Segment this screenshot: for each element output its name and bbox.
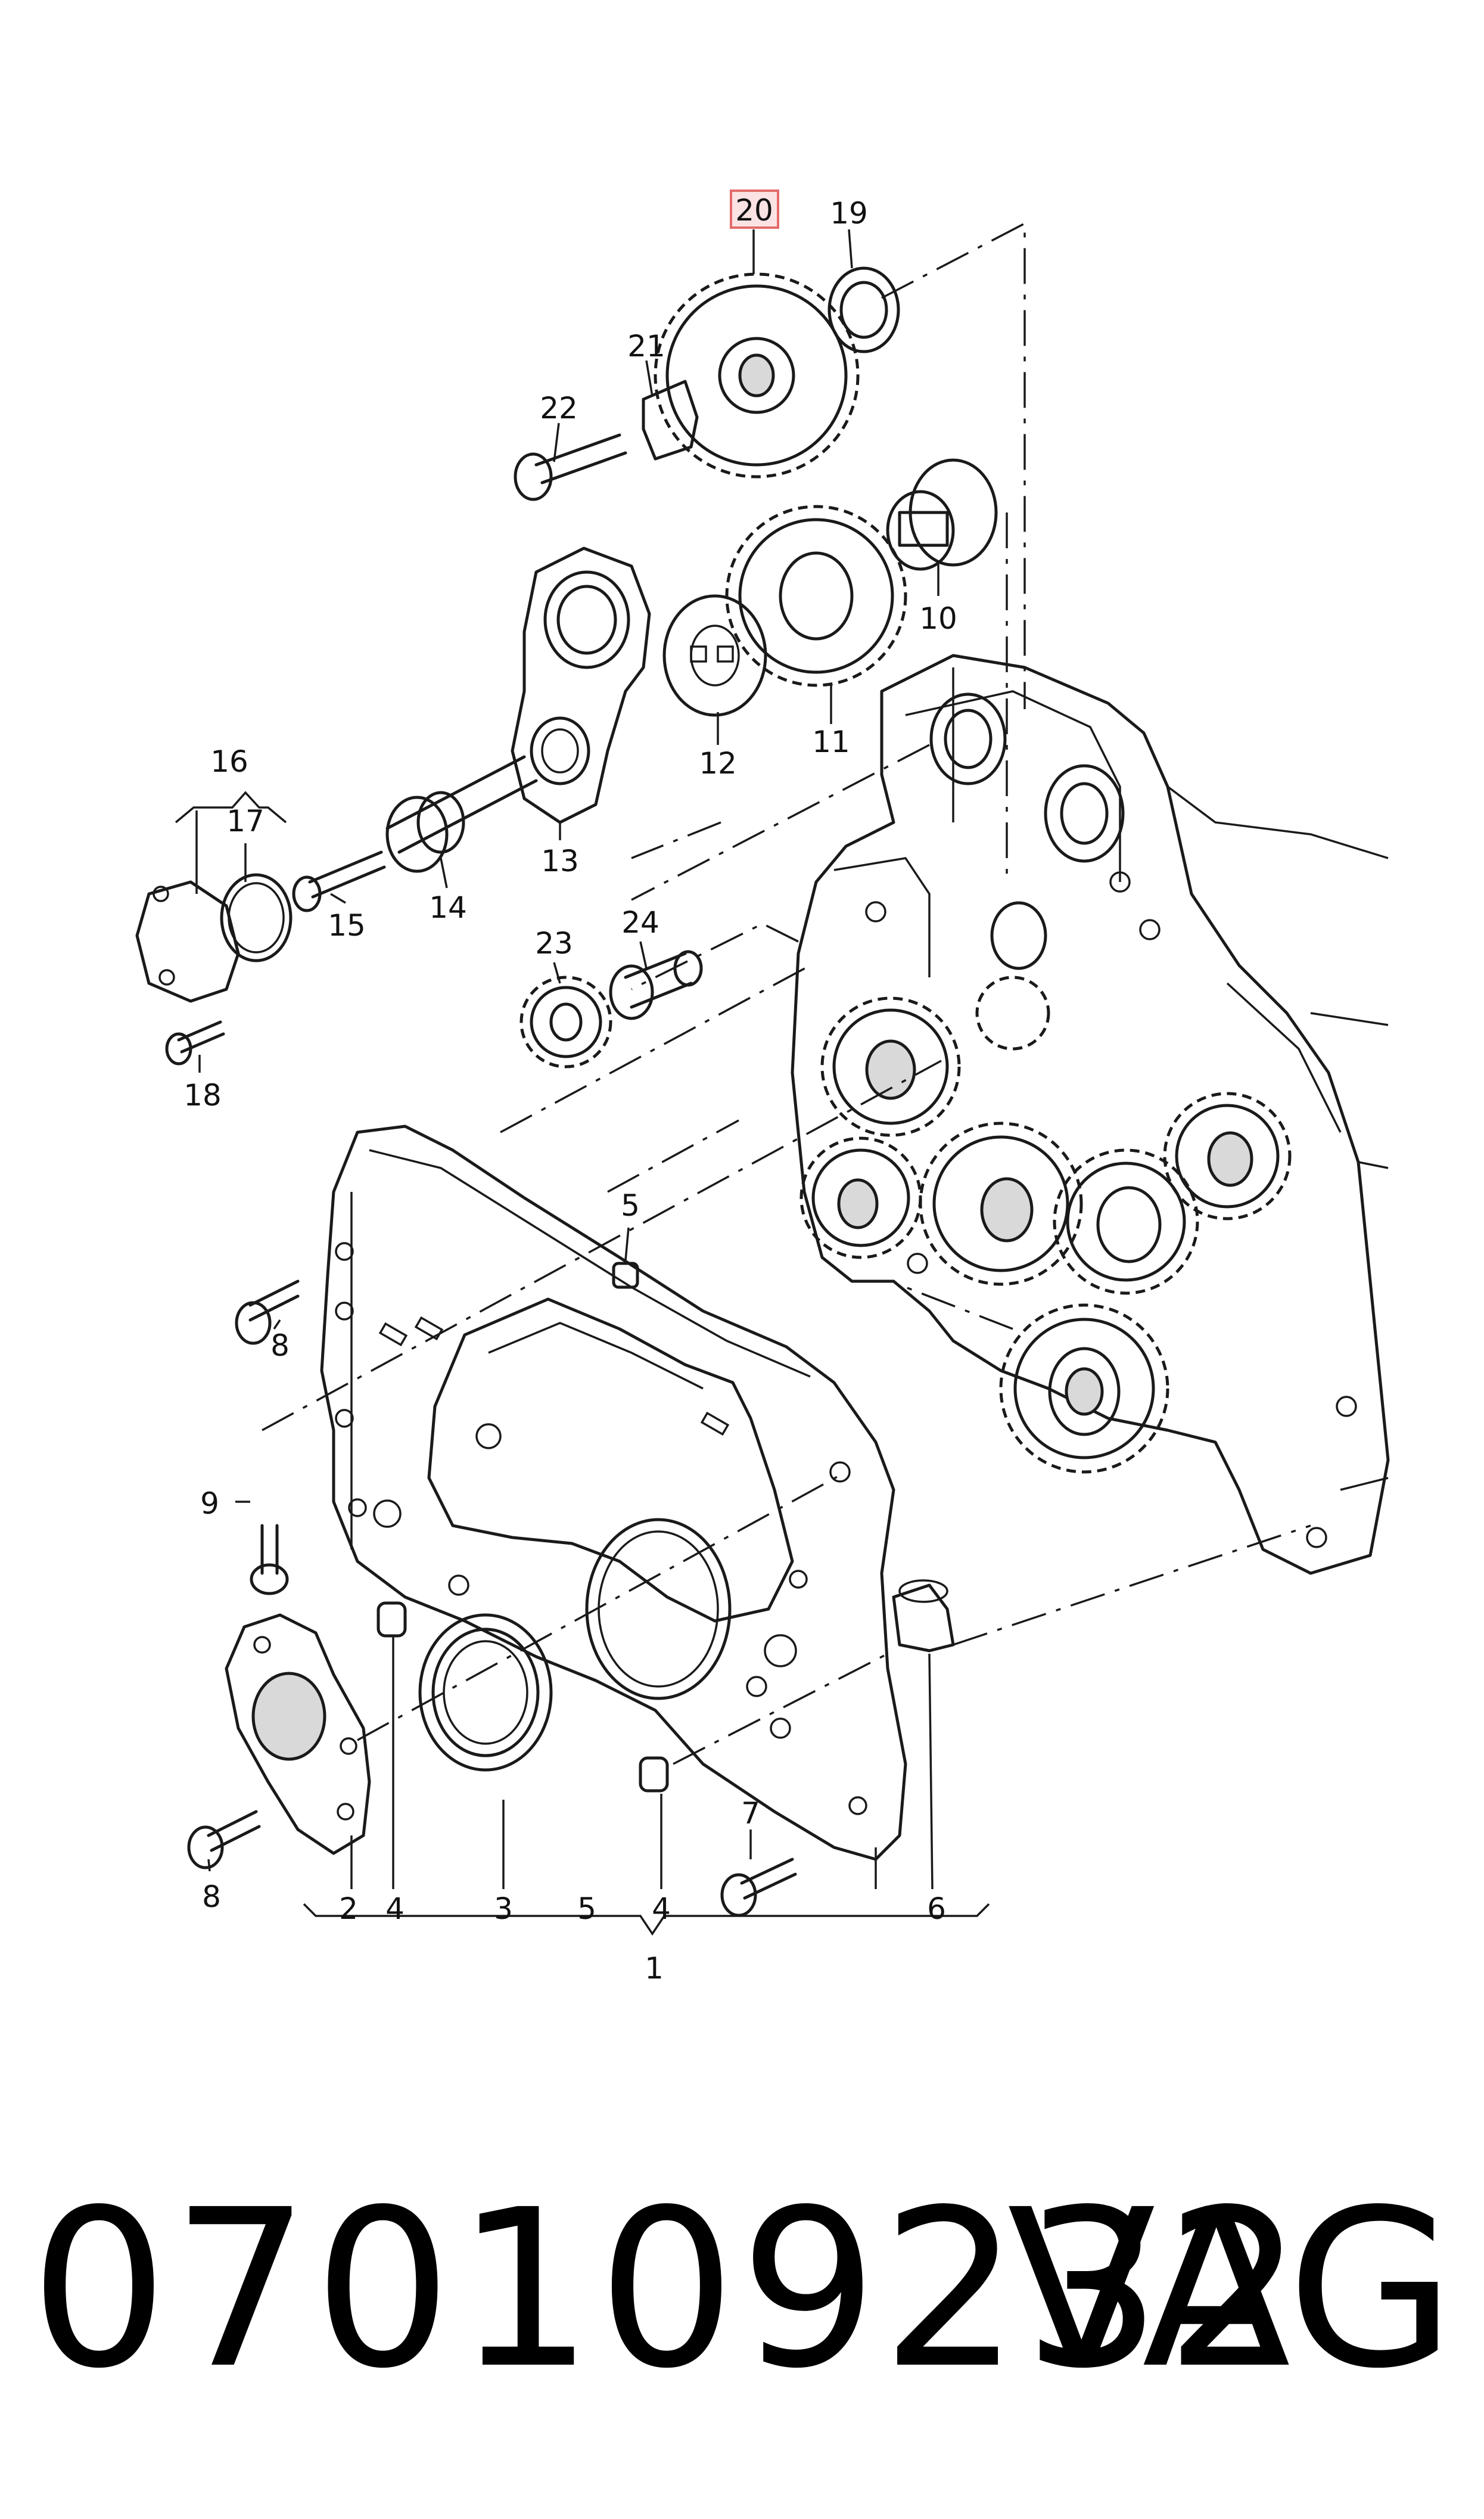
label-8-upper: 8 <box>270 1328 290 1363</box>
gear-23-drawing <box>519 976 612 1069</box>
label-17: 17 <box>226 804 265 838</box>
label-8-lower: 8 <box>202 1880 221 1914</box>
label-22: 22 <box>540 391 578 425</box>
leader-lines <box>175 229 990 1936</box>
label-12: 12 <box>699 746 737 781</box>
label-24: 24 <box>621 905 659 940</box>
bolts-drawing <box>187 1262 797 1917</box>
assembly-lines <box>262 222 1311 1765</box>
washer-12-drawing <box>662 594 767 717</box>
label-20: 20 <box>735 193 773 228</box>
engine-block-drawing <box>791 654 1390 1575</box>
label-5-stud: 5 <box>621 1188 640 1223</box>
bracket-13-drawing <box>511 546 651 824</box>
gear-11-drawing <box>725 505 907 687</box>
label-16: 16 <box>210 744 248 779</box>
label-23: 23 <box>535 926 573 961</box>
hub-10-drawing <box>886 458 998 571</box>
highlight-box-20 <box>730 190 779 229</box>
label-5-bottom: 5 <box>577 1891 596 1926</box>
label-14: 14 <box>429 890 467 925</box>
cover-16-drawing <box>135 880 240 1003</box>
label-6: 6 <box>927 1891 946 1926</box>
label-1: 1 <box>645 1951 664 1986</box>
shaft-14-drawing <box>385 755 538 873</box>
brand-name: VAG <box>1007 2163 1455 2416</box>
part-number: 070109232 <box>30 2163 1308 2416</box>
label-11: 11 <box>812 725 850 759</box>
label-9: 9 <box>200 1486 219 1521</box>
label-7: 7 <box>741 1796 760 1831</box>
label-4-right: 4 <box>652 1891 671 1926</box>
label-15: 15 <box>328 908 366 943</box>
label-18: 18 <box>183 1078 222 1113</box>
washer-19-drawing <box>827 266 900 353</box>
exploded-parts-diagram: 20 19 21 22 10 11 12 13 14 15 16 17 18 2… <box>135 190 1390 1986</box>
label-2: 2 <box>339 1891 358 1926</box>
label-3: 3 <box>494 1891 513 1926</box>
label-13: 13 <box>541 844 579 878</box>
footer: 070109232 VAG <box>0 2157 1484 2467</box>
label-4-left: 4 <box>385 1891 405 1926</box>
part-labels: 20 19 21 22 10 11 12 13 14 15 16 17 18 2… <box>183 190 957 1986</box>
timing-cover-drawing <box>320 1125 907 1861</box>
label-21: 21 <box>627 329 665 364</box>
label-19: 19 <box>830 196 868 231</box>
label-10: 10 <box>919 601 957 636</box>
seal-ring-drawing <box>418 1613 553 1772</box>
gear-20-drawing <box>654 272 860 479</box>
flange-drawing <box>225 1613 371 1855</box>
